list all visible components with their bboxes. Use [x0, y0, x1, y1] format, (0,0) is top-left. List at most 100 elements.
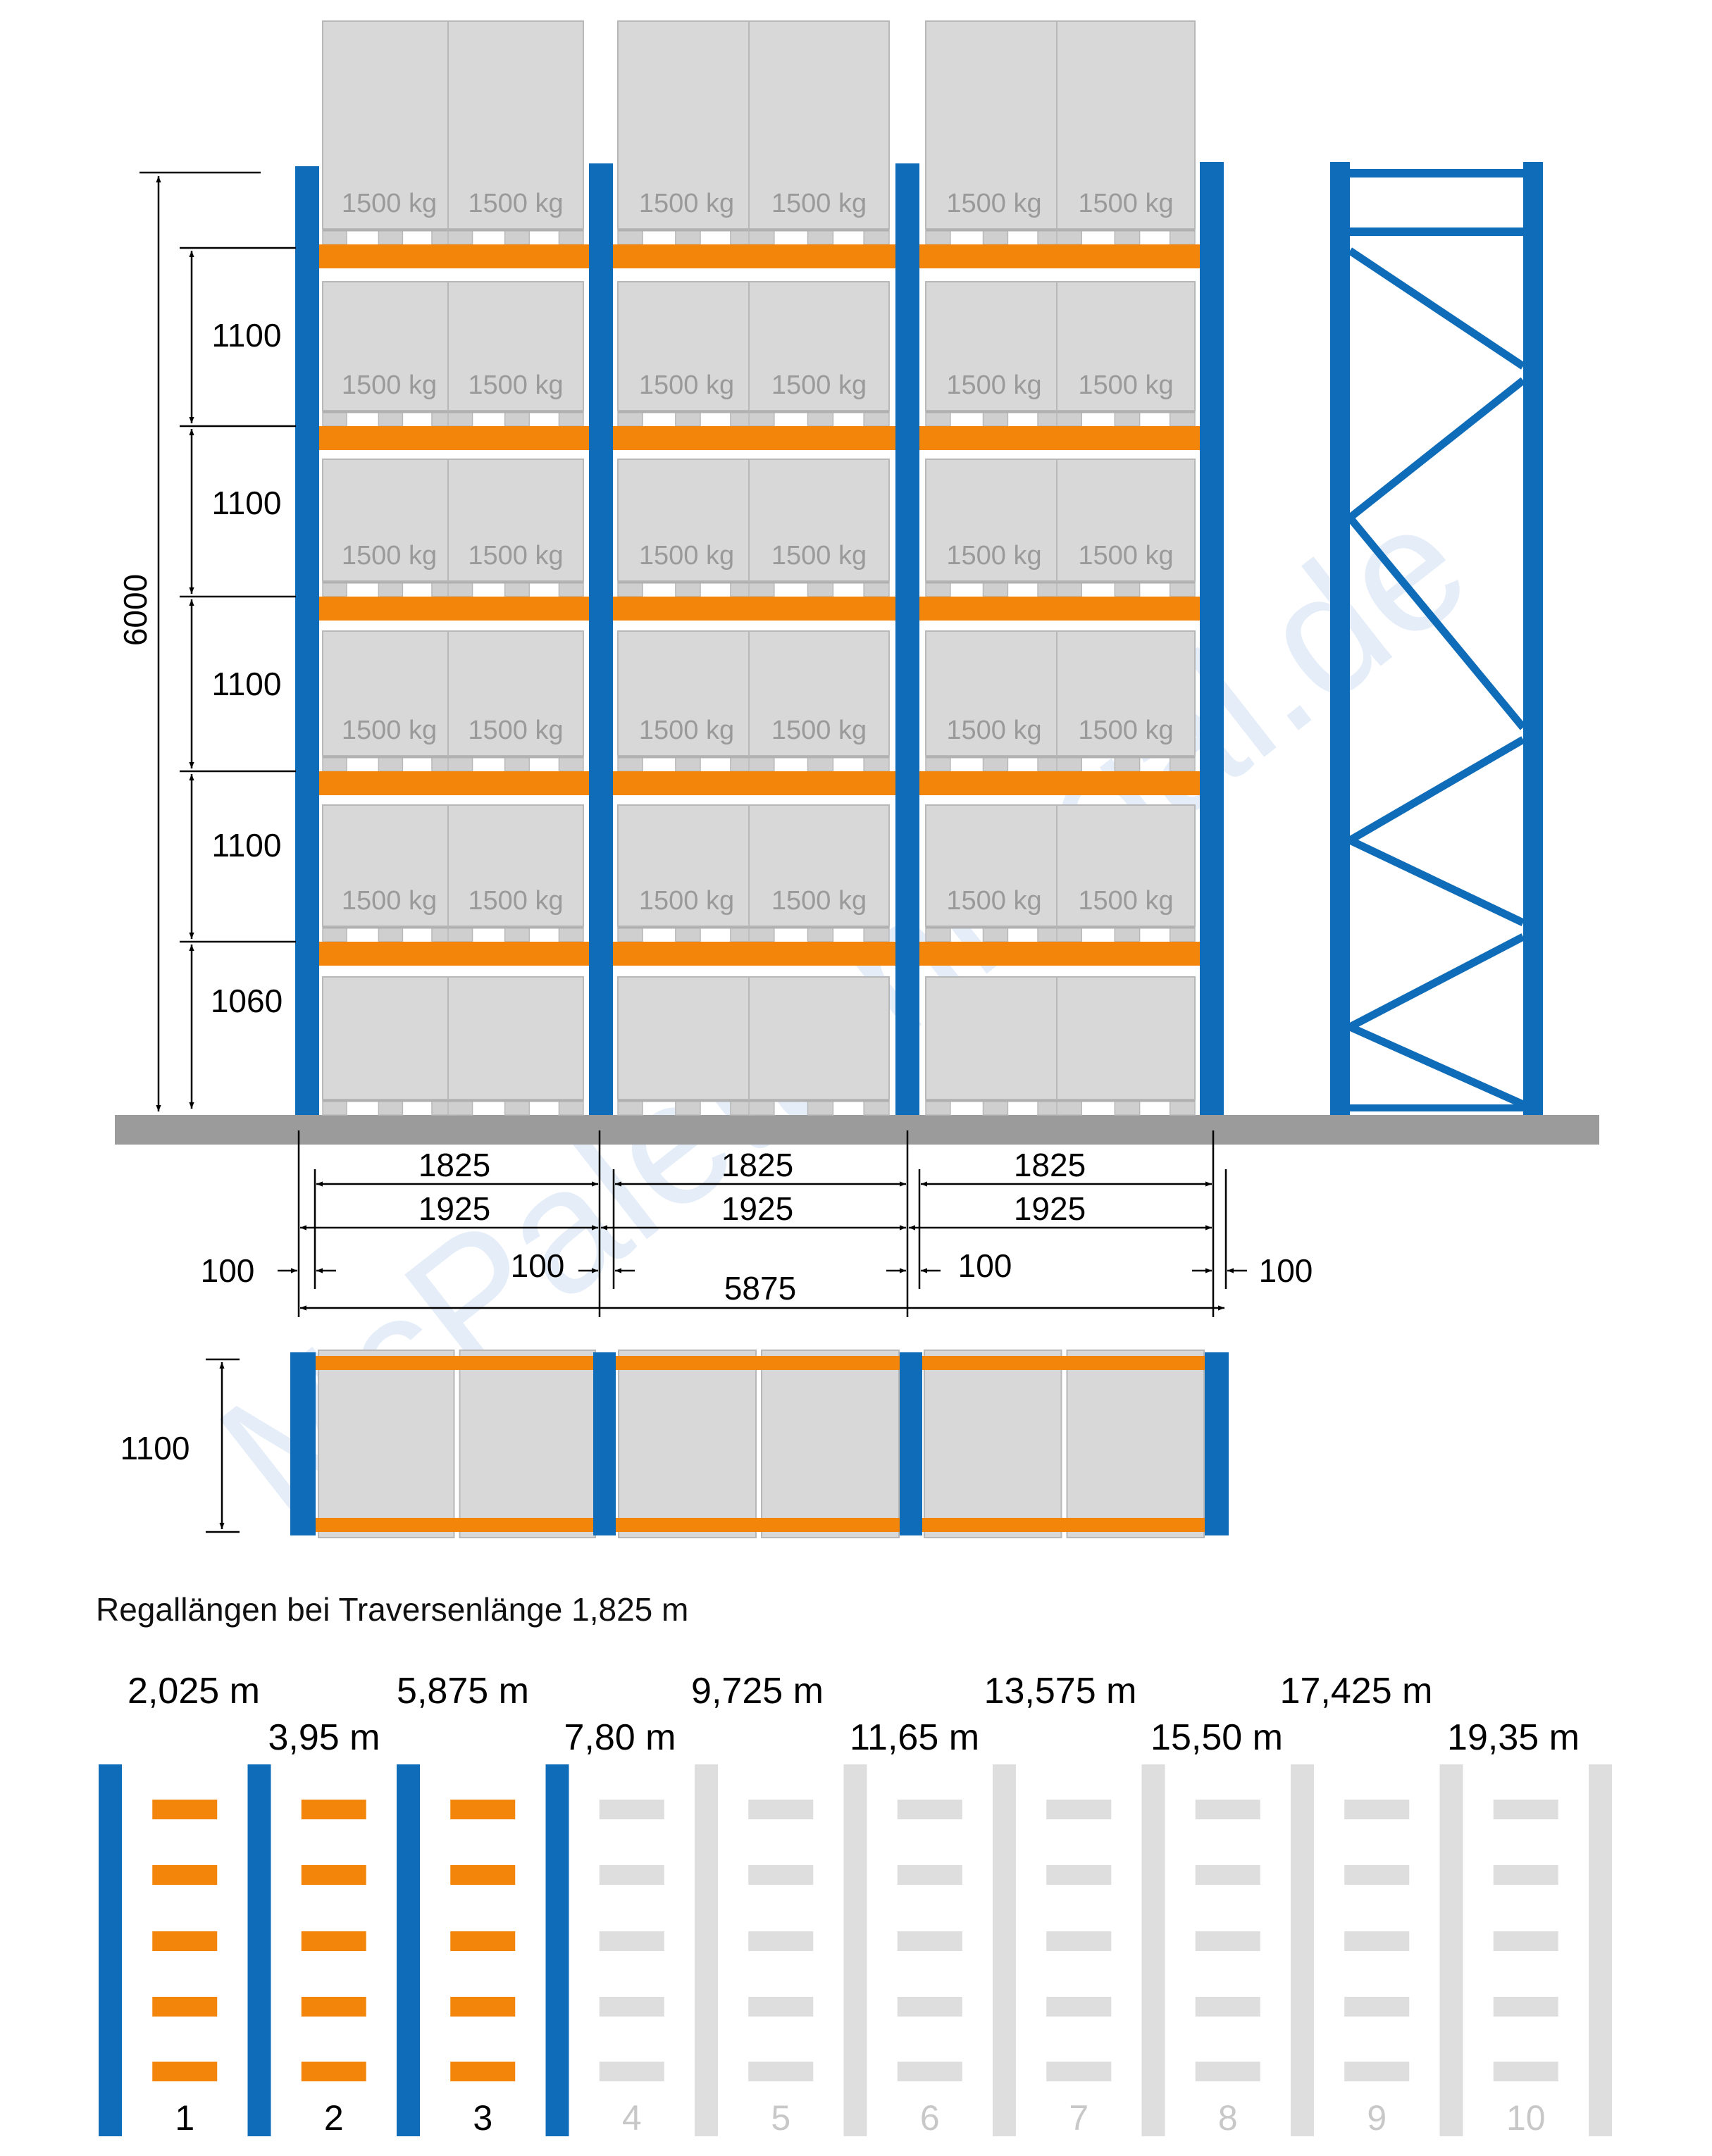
- legend-upright: [695, 1764, 718, 2136]
- beam: [919, 244, 1200, 268]
- clear-width-label: 1825: [1014, 1147, 1086, 1183]
- legend-upright: [1141, 1764, 1165, 2136]
- upright-width-label: 100: [958, 1247, 1012, 1284]
- frame-horizontal: [1350, 169, 1523, 177]
- length-label-top: 5,875 m: [397, 1671, 529, 1712]
- legend-upright: [1291, 1764, 1314, 2136]
- pallet-box: [617, 281, 756, 411]
- pallet-box: [617, 459, 756, 582]
- legend-beam: [897, 2062, 962, 2081]
- dimension-lines: 6000110011001100110010601825192518251925…: [117, 171, 1313, 1317]
- legend-beam: [897, 1865, 962, 1885]
- plan-beam: [922, 1356, 1207, 1370]
- pallet-load-label: 1500 kg: [639, 886, 734, 916]
- legend-upright: [843, 1764, 867, 2136]
- pallet-load-label: 1500 kg: [1078, 189, 1173, 218]
- pallet-load-label: 1500 kg: [342, 370, 437, 400]
- depth-label: 1100: [120, 1430, 190, 1466]
- caption: Regallängen bei Traversenlänge 1,825 m: [96, 1591, 688, 1628]
- pallet-block: [807, 1099, 834, 1116]
- pallet-load-label: 1500 kg: [771, 716, 867, 745]
- legend-beam: [1493, 1997, 1558, 2017]
- plan-upright: [1205, 1352, 1229, 1535]
- legend-beam: [1344, 1997, 1410, 2017]
- legend-beam: [1046, 1800, 1112, 1819]
- pallet-box: [447, 459, 584, 582]
- pallet-load-label: 1500 kg: [771, 886, 867, 916]
- legend-beam: [1493, 2062, 1558, 2081]
- legend-beam: [1493, 1931, 1558, 1951]
- upright: [1200, 162, 1224, 1115]
- pallet-box: [322, 976, 457, 1100]
- beam: [613, 771, 895, 795]
- pallet-load-label: 1500 kg: [1078, 716, 1173, 745]
- length-label-bottom: 19,35 m: [1447, 1717, 1580, 1758]
- level-height-label: 1100: [212, 485, 282, 521]
- level-height-label: 1100: [212, 666, 282, 702]
- upright-width-label: 100: [1259, 1252, 1313, 1289]
- length-label-top: 17,425 m: [1280, 1671, 1433, 1712]
- pallet-box: [925, 20, 1063, 230]
- plan-upright: [593, 1352, 616, 1535]
- frame-diagonal: [1348, 837, 1525, 926]
- level-height-label: 1100: [212, 827, 282, 864]
- pallet-block: [1114, 1099, 1141, 1116]
- pallet-box: [447, 20, 584, 230]
- pallet-load-label: 1500 kg: [1078, 370, 1173, 400]
- length-label-bottom: 15,50 m: [1150, 1717, 1283, 1758]
- pallet-load-label: 1500 kg: [468, 189, 563, 218]
- side-frame: [1330, 162, 1543, 1115]
- plan-beam: [316, 1518, 598, 1532]
- legend-beam: [152, 2062, 218, 2081]
- legend-beam: [748, 1865, 814, 1885]
- bay-number: 7: [1069, 2098, 1088, 2138]
- legend-beam: [1046, 2062, 1112, 2081]
- frame-diagonal: [1347, 377, 1526, 521]
- pallet-box: [1056, 630, 1196, 756]
- legend-upright: [545, 1764, 569, 2136]
- pallet-load-label: 1500 kg: [639, 189, 734, 218]
- legend-beam: [450, 1800, 516, 1819]
- plan-upright: [290, 1352, 316, 1535]
- bay-number: 9: [1367, 2098, 1387, 2138]
- pallet-box: [925, 976, 1063, 1100]
- pallet-load-label: 1500 kg: [946, 716, 1041, 745]
- length-label-top: 9,725 m: [691, 1671, 824, 1712]
- pallet-load-label: 1500 kg: [946, 886, 1041, 916]
- bay-number: 2: [324, 2098, 344, 2138]
- pallet-box: [447, 976, 584, 1100]
- pallet-block: [1169, 1099, 1196, 1116]
- pallet-load-label: 1500 kg: [468, 716, 563, 745]
- frame-diagonal: [1347, 247, 1526, 370]
- beam: [319, 771, 589, 795]
- legend-beam: [152, 1865, 218, 1885]
- pallet-load-label: 1500 kg: [468, 541, 563, 571]
- clear-width-label: 1825: [721, 1147, 793, 1183]
- length-label-top: 13,575 m: [984, 1671, 1137, 1712]
- legend-beam: [1195, 1931, 1260, 1951]
- pallet-load-label: 1500 kg: [639, 541, 734, 571]
- bay-number: 5: [771, 2098, 790, 2138]
- plan-view: 1100: [120, 1350, 1229, 1538]
- length-label-bottom: 7,80 m: [564, 1717, 676, 1758]
- center-width-label: 1925: [418, 1190, 490, 1227]
- plan-beam: [922, 1518, 1207, 1532]
- center-width-label: 1925: [1014, 1190, 1086, 1227]
- legend-upright: [247, 1764, 271, 2136]
- plan-upright: [900, 1352, 922, 1535]
- legend-beam: [897, 1997, 962, 2017]
- pallet-box: [748, 804, 890, 927]
- pallet-box: [322, 804, 457, 927]
- legend-beam: [599, 1865, 664, 1885]
- beam: [919, 942, 1200, 966]
- legend-upright: [397, 1764, 420, 2136]
- length-label-bottom: 3,95 m: [268, 1717, 380, 1758]
- bay-number: 4: [622, 2098, 642, 2138]
- center-width-label: 1925: [721, 1190, 793, 1227]
- level-height-label: 1100: [212, 317, 282, 354]
- legend-beam: [748, 1997, 814, 2017]
- legend-beam: [1195, 1865, 1260, 1885]
- legend-beam: [748, 2062, 814, 2081]
- upright-width-label: 100: [511, 1247, 565, 1284]
